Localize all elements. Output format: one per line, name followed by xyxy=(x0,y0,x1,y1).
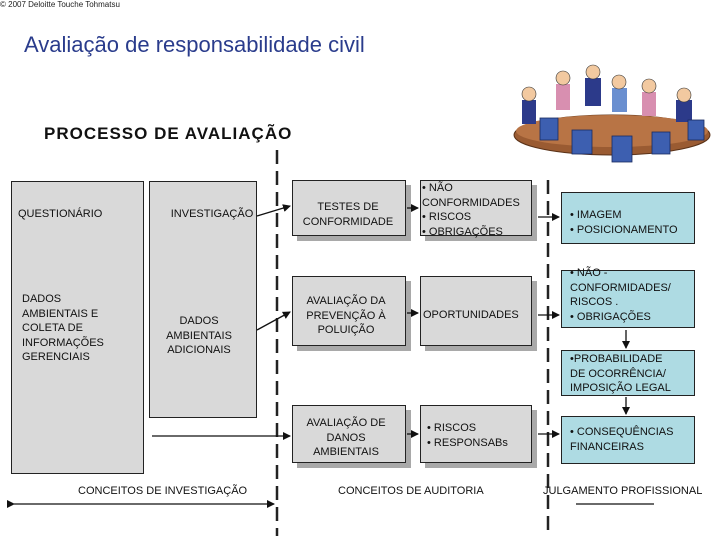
opportunities-label: OPORTUNIDADES xyxy=(423,309,519,321)
nonconformities-risks-label: • NÃO - CONFORMIDADES/ RISCOS . • OBRIGA… xyxy=(570,267,671,323)
questionnaire-label: QUESTIONÁRIO xyxy=(18,208,103,220)
arrow-to-tests xyxy=(256,204,291,217)
pollution-prevention-label: AVALIAÇÃO DA PREVENÇÃO À POLUIÇÃO xyxy=(306,295,386,336)
investigation-column-box xyxy=(149,181,257,418)
meeting-table-clipart xyxy=(513,64,711,163)
environmental-damage-box xyxy=(292,405,406,463)
audit-concepts-label: CONCEITOS DE AUDITORIA xyxy=(338,485,484,497)
collection-column-box xyxy=(11,181,144,474)
probability-box xyxy=(561,350,695,396)
opportunities-box xyxy=(420,276,532,346)
page-title: Avaliação de responsabilidade civil xyxy=(24,32,365,57)
risks-label: • RISCOS • RESPONSABs xyxy=(427,422,508,449)
pollution-prevention-box xyxy=(292,276,406,346)
arrow-to-prevention xyxy=(256,311,291,331)
compliance-tests-label: TESTES DE CONFORMIDADE xyxy=(302,201,394,228)
image-label: • IMAGEM • POSICIONAMENTO xyxy=(570,209,678,236)
financial-consequences-box xyxy=(561,416,695,464)
professional-judgment-label: JULGAMENTO PROFISSIONAL xyxy=(543,485,703,497)
environmental-data-label: DADOS AMBIENTAIS E COLETA DE INFORMAÇÕES… xyxy=(22,293,104,363)
nonconformities-label: • NÃO CONFORMIDADES • RISCOS • OBRIGAÇÕE… xyxy=(422,182,520,238)
nonconformities-risks-box xyxy=(561,270,695,328)
financial-consequences-label: • CONSEQUÊNCIAS FINANCEIRAS xyxy=(570,426,674,453)
copyright-notice: © 2007 Deloitte Touche Tohmatsu xyxy=(0,0,120,9)
probability-label: •PROBABILIDADE DE OCORRÊNCIA/ IMPOSIÇÃO … xyxy=(570,353,671,394)
environmental-damage-label: AVALIAÇÃO DE DANOS AMBIENTAIS xyxy=(306,417,386,458)
process-heading: PROCESSO DE AVALIAÇÃO xyxy=(44,124,293,143)
image-box xyxy=(561,192,695,244)
investigation-label: INVESTIGAÇÃO xyxy=(170,208,254,220)
investigation-concepts-label: CONCEITOS DE INVESTIGAÇÃO xyxy=(78,485,248,497)
compliance-tests-box xyxy=(292,180,406,236)
nonconformities-box xyxy=(420,180,532,236)
risks-box xyxy=(420,405,532,463)
additional-data-label: DADOS AMBIENTAIS ADICIONAIS xyxy=(166,315,232,356)
